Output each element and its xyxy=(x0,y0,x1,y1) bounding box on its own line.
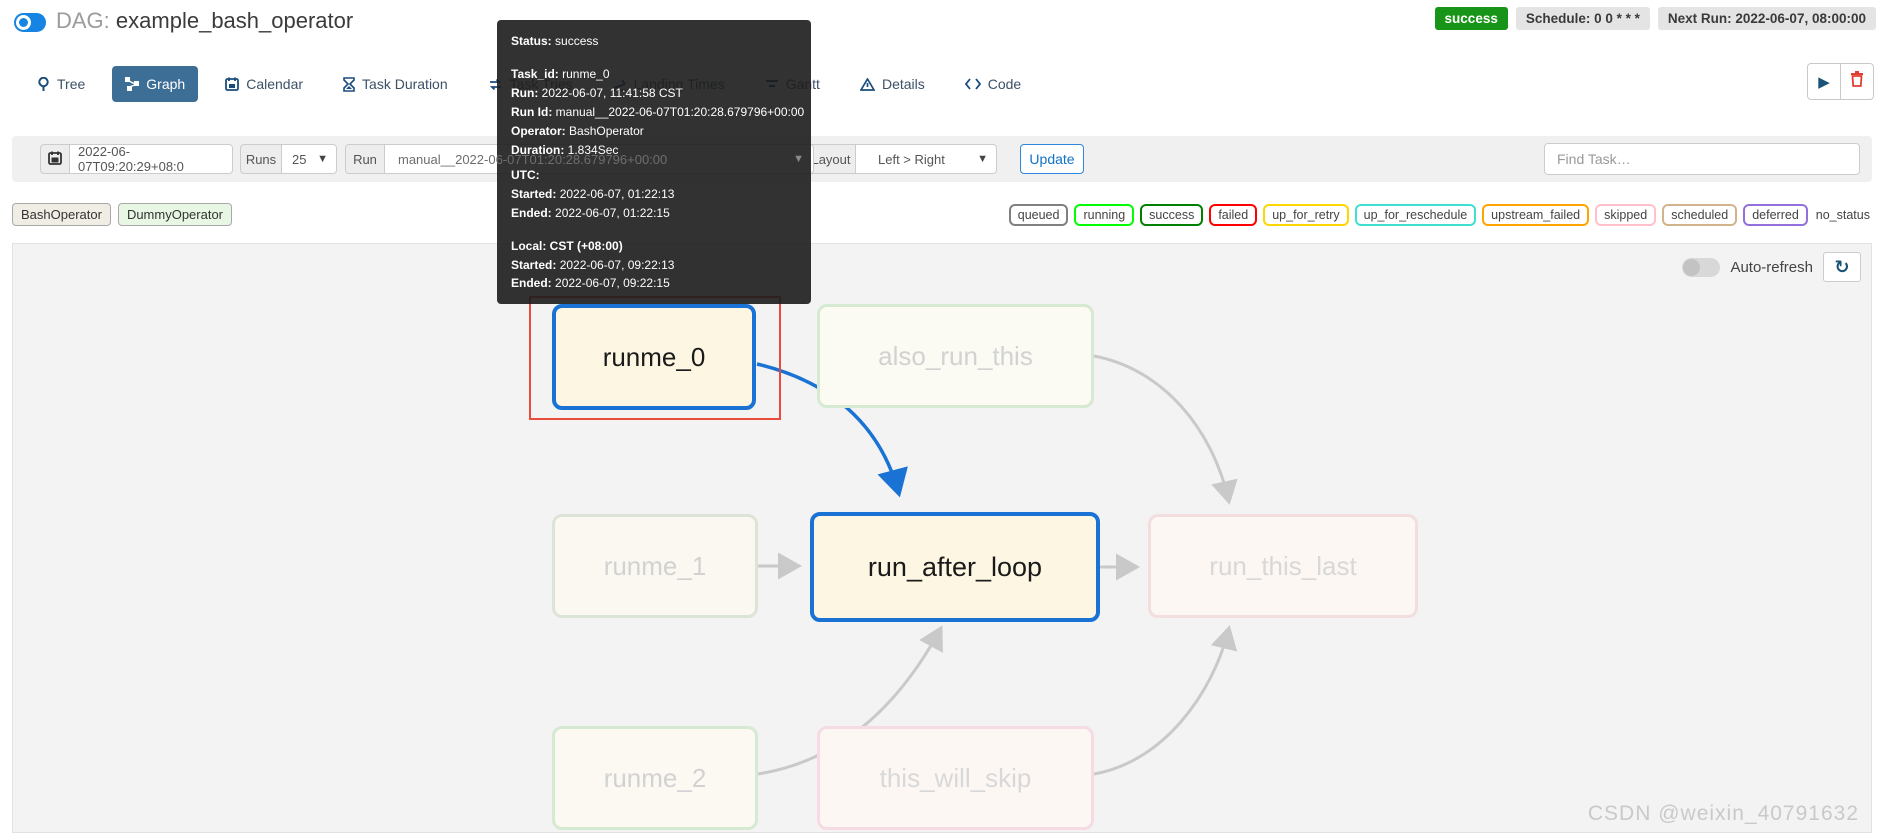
tab-label: Graph xyxy=(146,76,186,92)
operator-legend-item: DummyOperator xyxy=(117,203,233,226)
pin-icon xyxy=(37,76,50,92)
refresh-button[interactable]: ↻ xyxy=(1823,252,1861,282)
tooltip-status-value: success xyxy=(555,34,599,48)
play-icon: ▶ xyxy=(1818,73,1830,91)
tab-label: Calendar xyxy=(246,76,304,92)
tooltip-utc-started: 2022-06-07, 01:22:13 xyxy=(559,186,675,201)
status-legend: queued running success failed up_for_ret… xyxy=(1008,203,1872,226)
run-label: Run xyxy=(345,144,385,174)
calendar-icon xyxy=(225,77,240,91)
task-node-this_will_skip[interactable]: this_will_skip xyxy=(817,726,1094,830)
chevron-down-icon: ▼ xyxy=(317,153,328,165)
tab-task-duration[interactable]: Task Duration xyxy=(330,66,461,102)
status-legend-item[interactable]: upstream_failed xyxy=(1482,203,1590,226)
update-button[interactable]: Update xyxy=(1020,144,1084,174)
date-picker-button[interactable] xyxy=(40,144,70,174)
tooltip-local-ended: 2022-06-07, 09:22:15 xyxy=(555,276,670,291)
toggle-knob-icon xyxy=(1683,258,1701,276)
graph-toolbar: 2022-06-07T09:20:29+08:0 Runs 25▼ Run ma… xyxy=(12,136,1872,182)
status-legend-item[interactable]: scheduled xyxy=(1662,203,1738,226)
tooltip-run: 2022-06-07, 11:41:58 CST xyxy=(541,85,683,100)
find-task-input[interactable]: Find Task… xyxy=(1544,143,1860,175)
tooltip-run-id: manual__2022-06-07T01:20:28.679796+00:00 xyxy=(555,104,805,119)
operator-legend-item: BashOperator xyxy=(12,203,111,226)
status-legend-item[interactable]: deferred xyxy=(1743,203,1808,226)
num-runs-select[interactable]: 25▼ xyxy=(281,144,337,174)
status-legend-item[interactable]: up_for_reschedule xyxy=(1354,203,1477,226)
tab-code[interactable]: Code xyxy=(952,66,1034,102)
status-legend-item[interactable]: running xyxy=(1074,203,1135,226)
trigger-dag-button[interactable]: ▶ xyxy=(1807,63,1841,100)
status-legend-item[interactable]: skipped xyxy=(1595,203,1657,226)
runs-label: Runs xyxy=(240,144,282,174)
status-legend-item[interactable]: success xyxy=(1140,203,1204,226)
task-node-run_after_loop[interactable]: run_after_loop xyxy=(810,512,1100,622)
operator-legend: BashOperator DummyOperator xyxy=(12,203,233,226)
auto-refresh-toggle[interactable] xyxy=(1682,257,1721,277)
tooltip-duration: 1.834Sec xyxy=(567,142,619,157)
dag-name: example_bash_operator xyxy=(115,8,354,33)
delete-dag-button[interactable] xyxy=(1840,63,1874,100)
task-node-run_this_last[interactable]: run_this_last xyxy=(1148,514,1418,618)
schedule-badge: Schedule: 0 0 * * * xyxy=(1515,7,1650,30)
task-node-also_run_this[interactable]: also_run_this xyxy=(817,304,1094,408)
refresh-controls: Auto-refresh ↻ xyxy=(1682,252,1861,282)
tab-calendar[interactable]: Calendar xyxy=(212,66,316,102)
toggle-knob-icon xyxy=(16,15,31,30)
trash-icon xyxy=(1850,71,1864,92)
chevron-down-icon: ▼ xyxy=(793,153,804,165)
code-icon xyxy=(964,78,981,90)
details-icon xyxy=(859,77,875,91)
next-run-badge: Next Run: 2022-06-07, 08:00:00 xyxy=(1657,7,1876,30)
tab-tree[interactable]: Tree xyxy=(24,66,98,102)
status-badge: success xyxy=(1434,7,1508,30)
graph-icon xyxy=(125,77,140,91)
legend-row: BashOperator DummyOperator queued runnin… xyxy=(12,203,1872,226)
tab-graph[interactable]: Graph xyxy=(112,66,199,102)
watermark: CSDN @weixin_40791632 xyxy=(1587,802,1859,825)
task-node-runme_1[interactable]: runme_1 xyxy=(552,514,758,618)
tooltip-task-id: runme_0 xyxy=(562,66,610,81)
tooltip-local-started: 2022-06-07, 09:22:13 xyxy=(559,257,675,272)
task-node-runme_2[interactable]: runme_2 xyxy=(552,726,758,830)
task-instance-tooltip: Status: success Task_id: runme_0 Run: 20… xyxy=(497,20,811,305)
refresh-icon: ↻ xyxy=(1834,256,1850,277)
dag-action-buttons: ▶ xyxy=(1807,63,1874,100)
layout-select[interactable]: Left > Right▼ xyxy=(855,144,997,174)
edge-also_run_this-run_this_last xyxy=(1093,354,1238,505)
auto-refresh-label: Auto-refresh xyxy=(1730,258,1813,276)
chevron-down-icon: ▼ xyxy=(977,153,988,165)
status-legend-item[interactable]: up_for_retry xyxy=(1263,203,1349,226)
tooltip-utc-header: UTC: xyxy=(511,167,540,182)
hourglass-icon xyxy=(343,76,355,92)
edges-layer xyxy=(756,354,1238,776)
tab-label: Code xyxy=(987,76,1022,92)
tab-label: Task Duration xyxy=(362,76,448,92)
header-badges: success Schedule: 0 0 * * * Next Run: 20… xyxy=(1434,7,1876,30)
dag-label: DAG: xyxy=(56,8,110,33)
tab-details[interactable]: Details xyxy=(847,66,938,102)
page-title: DAG: example_bash_operator xyxy=(56,8,353,34)
edge-runme_2-run_after_loop xyxy=(757,625,943,776)
status-legend-item: no_status xyxy=(1813,205,1872,224)
dag-graph-canvas: runme_0 also_run_this runme_1 run_after_… xyxy=(12,243,1872,833)
layout-label: Layout xyxy=(806,144,856,174)
status-legend-item[interactable]: failed xyxy=(1209,203,1258,226)
edge-runme_0-run_after_loop xyxy=(756,362,908,498)
edge-this_will_skip-run_this_last xyxy=(1093,625,1238,776)
tooltip-status-label: Status: xyxy=(511,34,552,48)
tab-label: Tree xyxy=(57,76,86,92)
page-header: DAG: example_bash_operator success Sched… xyxy=(0,0,1884,52)
tooltip-utc-ended: 2022-06-07, 01:22:15 xyxy=(555,205,670,220)
task-node-runme_0[interactable]: runme_0 xyxy=(552,304,756,410)
tooltip-operator: BashOperator xyxy=(569,123,644,138)
status-legend-item[interactable]: queued xyxy=(1008,203,1069,226)
calendar-icon xyxy=(48,151,62,168)
run-select[interactable]: manual__2022-06-07T01:20:28.679796+00:00… xyxy=(398,151,804,167)
base-date-input[interactable]: 2022-06-07T09:20:29+08:0 xyxy=(69,144,233,174)
dag-pause-toggle[interactable] xyxy=(14,13,46,32)
tooltip-local-header: Local: CST (+08:00) xyxy=(511,238,623,253)
tab-label: Details xyxy=(881,76,925,92)
